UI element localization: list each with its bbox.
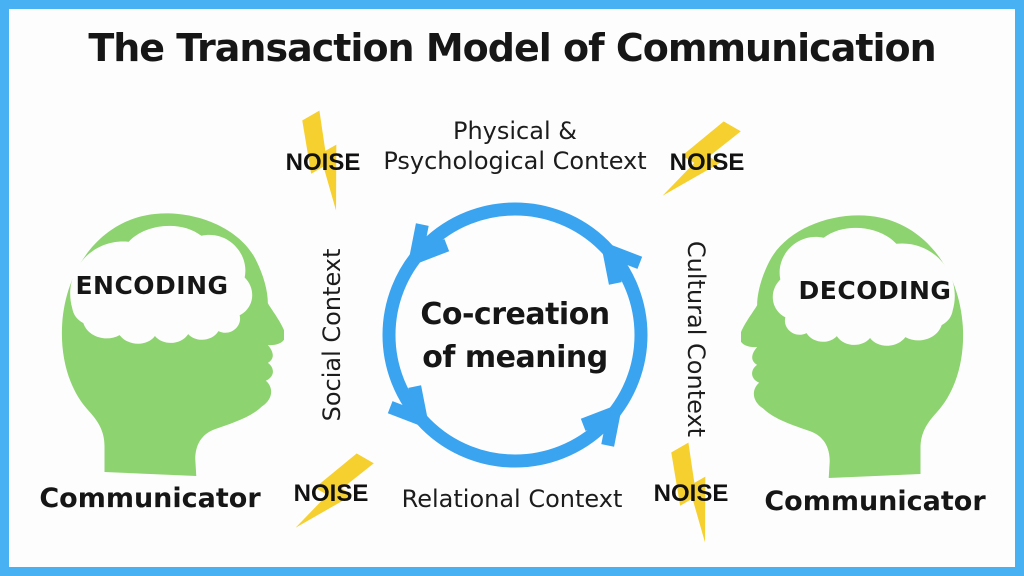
- co-creation-line1: Co-creation: [420, 297, 610, 332]
- co-creation-line2: of meaning: [422, 340, 608, 375]
- communicator-label-left: Communicator: [39, 483, 261, 514]
- lightning-bolt-icon-top-right: [662, 121, 741, 196]
- cycle-arrows-icon: [382, 202, 648, 468]
- lightning-bolt-icon-bottom-left: [295, 453, 374, 528]
- context-label-top-line1: Physical &: [453, 117, 577, 145]
- noise-label-top-right: NOISE: [669, 149, 745, 176]
- page-title: The Transaction Model of Communication: [88, 26, 936, 70]
- context-label-bottom: Relational Context: [401, 485, 623, 513]
- communicator-label-right: Communicator: [764, 486, 986, 517]
- noise-label-bottom-right: NOISE: [653, 480, 729, 507]
- lightning-bolt-icon-top-left: [302, 110, 337, 211]
- lightning-bolt-icon-bottom-right: [671, 442, 706, 543]
- noise-label-top-left: NOISE: [285, 149, 361, 176]
- decoder-head-icon: [741, 215, 964, 479]
- context-label-right: Cultural Context: [682, 240, 710, 438]
- context-label-top-line2: Psychological Context: [383, 147, 647, 175]
- encoding-label: ENCODING: [75, 271, 229, 300]
- noise-label-bottom-left: NOISE: [293, 480, 369, 507]
- context-label-left: Social Context: [318, 248, 346, 422]
- co-creation-label: Co-creation of meaning: [385, 293, 645, 379]
- encoder-head-icon: [61, 213, 284, 477]
- decoding-label: DECODING: [798, 276, 952, 305]
